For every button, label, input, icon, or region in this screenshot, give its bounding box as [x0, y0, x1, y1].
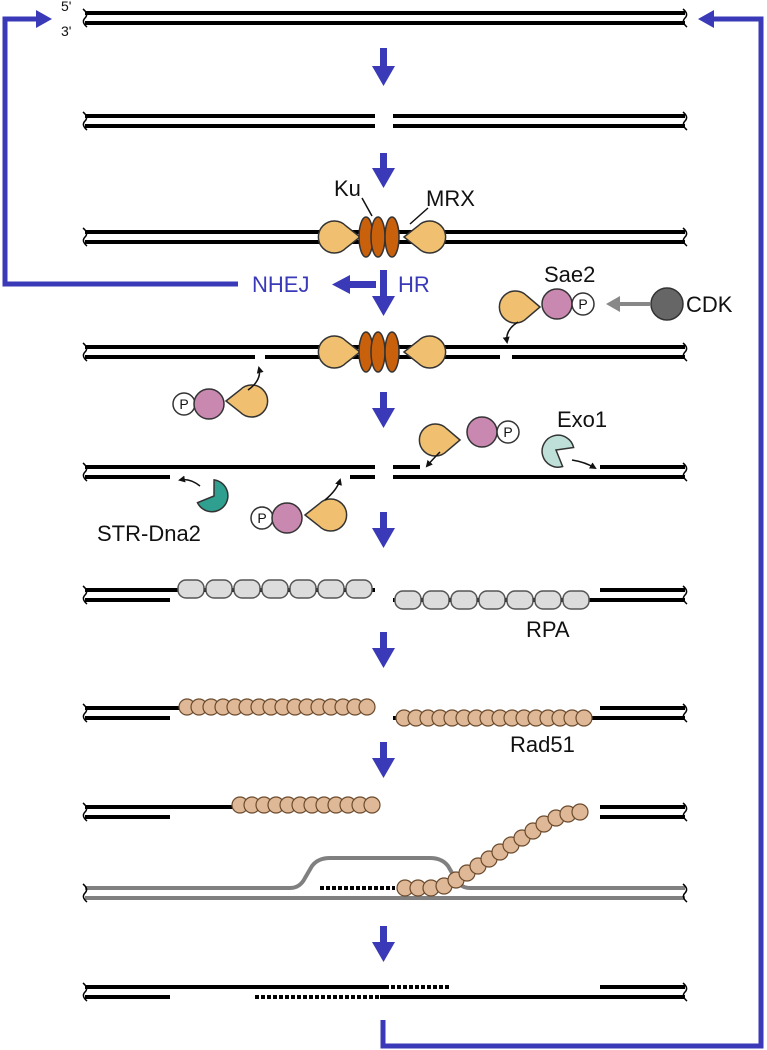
- down-arrow: [372, 153, 395, 188]
- dna-end-caps: [82, 8, 688, 1002]
- ku-ring: [384, 331, 400, 373]
- nhej-label: NHEJ: [252, 272, 309, 297]
- dna-row-1-intact: [85, 11, 685, 25]
- down-arrow: [372, 392, 395, 428]
- rad51-right-filament: [395, 709, 593, 727]
- step-arrows: [372, 48, 395, 962]
- strand-end-cap: [682, 883, 688, 903]
- ku-label: Ku: [334, 176, 361, 201]
- hr-label: HR: [398, 272, 430, 297]
- exo1-label: Exo1: [557, 407, 607, 432]
- rad51-label: Rad51: [510, 732, 575, 757]
- strand-end-cap: [682, 8, 688, 28]
- strand-end-cap: [682, 342, 688, 362]
- nhej-arrow: [332, 275, 376, 294]
- sae2-label: Sae2: [544, 262, 595, 287]
- mrx-pacman: [418, 423, 462, 457]
- phospho-circle: [496, 420, 520, 444]
- sae2-circle: [193, 388, 225, 420]
- nhej-loop-arrow: [2, 10, 238, 287]
- cdk-circle: [650, 287, 684, 321]
- strand-end-cap: [682, 462, 688, 482]
- ku-ring: [370, 216, 386, 258]
- strand-end-cap: [82, 342, 88, 362]
- strand-end-cap: [82, 802, 88, 822]
- dna-row-3-ku-mrx: [85, 197, 685, 258]
- down-arrow: [372, 48, 395, 86]
- mrx-pacman: [317, 220, 362, 254]
- strand-end-cap: [682, 111, 688, 131]
- dna-row-7-rad51: [85, 698, 685, 727]
- strand-end-cap: [82, 111, 88, 131]
- strand-end-cap: [82, 8, 88, 28]
- strand-end-cap: [82, 462, 88, 482]
- dna-row-2-break: [85, 114, 685, 128]
- phospho-circle: [571, 292, 595, 316]
- five-prime-label: 5': [61, 0, 71, 14]
- strand-end-cap: [682, 802, 688, 822]
- phospho-label: P: [578, 296, 587, 312]
- mrx-pacman: [402, 335, 447, 369]
- down-arrow: [372, 632, 395, 668]
- mrx-pacman: [224, 384, 269, 418]
- mrx-label: MRX: [426, 186, 475, 211]
- strand-end-cap: [682, 703, 688, 723]
- donor-dna: [85, 856, 685, 900]
- sae2-circle: [271, 502, 303, 534]
- down-arrow: [372, 270, 395, 316]
- phospho-label: P: [257, 510, 266, 526]
- ku-ring: [384, 216, 400, 258]
- rpa-left-filament: [177, 579, 373, 599]
- down-arrow: [372, 926, 395, 962]
- mrx-pacman: [498, 290, 542, 324]
- dna-row-5-resection: P P: [85, 416, 685, 534]
- cdk-arrow-head: [606, 296, 620, 312]
- three-prime-label: 3': [61, 23, 71, 39]
- phospho-label: P: [179, 396, 188, 412]
- dna-row-8-invasion: [85, 796, 685, 900]
- str-dna2-label: STR-Dna2: [97, 521, 201, 546]
- rad51-invading-filament: [396, 803, 589, 897]
- down-arrow: [372, 512, 395, 548]
- rpa-label: RPA: [526, 617, 570, 642]
- rad51-bead: [358, 698, 376, 716]
- dna-row-9-synthesis: [85, 985, 685, 999]
- strand-end-cap: [82, 703, 88, 723]
- phospho-label: P: [503, 424, 512, 440]
- sae2-cdk-group: P: [498, 287, 684, 344]
- exo1-pacman: [541, 434, 575, 468]
- mrx-pacman: [402, 220, 447, 254]
- strand-end-cap: [682, 227, 688, 247]
- rad51-left-filament: [178, 698, 376, 716]
- ku-pointer: [361, 197, 373, 217]
- mrx-pacman: [317, 335, 362, 369]
- rad51-filament: [231, 796, 381, 814]
- dna-row-4-nicking: P: [85, 331, 685, 420]
- sae2-circle: [541, 288, 573, 320]
- rpa-right-filament: [394, 590, 590, 610]
- rad51-bead: [571, 803, 589, 821]
- sae2-circle: [466, 416, 498, 448]
- mrx-pacman: [303, 498, 348, 532]
- cdk-label: CDK: [686, 292, 733, 317]
- strand-end-cap: [82, 883, 88, 903]
- mrx-pointer: [409, 207, 429, 225]
- strand-end-cap: [682, 585, 688, 605]
- ku-ring: [370, 331, 386, 373]
- strand-end-cap: [82, 585, 88, 605]
- rad51-bead: [363, 796, 381, 814]
- hr-loop-arrow: [380, 10, 764, 1049]
- down-arrow: [372, 742, 395, 778]
- strand-end-cap: [82, 227, 88, 247]
- strand-end-cap: [82, 982, 88, 1002]
- strand-end-cap: [682, 982, 688, 1002]
- rad51-bead: [575, 709, 593, 727]
- dna-row-6-rpa: [85, 579, 685, 610]
- dna2-pacman: [196, 479, 229, 513]
